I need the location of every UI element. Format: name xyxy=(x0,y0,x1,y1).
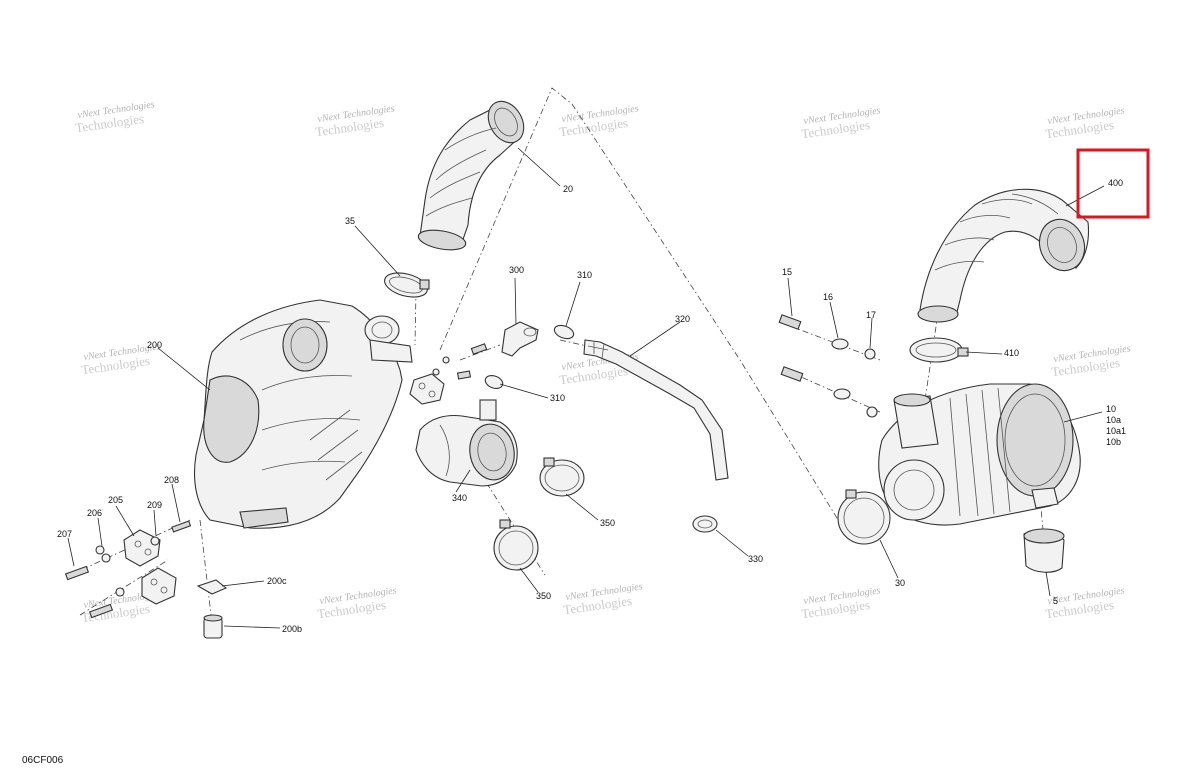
watermark: vNext Technologies Technologies xyxy=(1044,105,1125,141)
watermark: vNext Technologies Technologies xyxy=(74,99,155,135)
part-410-clamp xyxy=(909,337,969,363)
callout-207[interactable]: 207 xyxy=(57,529,72,539)
watermark: vNext Technologies Technologies xyxy=(800,585,881,621)
callout-10[interactable]: 10 xyxy=(1106,404,1116,414)
watermark: vNext Technologies Technologies xyxy=(562,581,643,617)
callout-35[interactable]: 35 xyxy=(345,216,355,226)
watermark: vNext Technologies Technologies xyxy=(800,105,881,141)
callout-10a[interactable]: 10a xyxy=(1106,415,1121,425)
part-209-washer xyxy=(150,536,160,546)
callout-350-lower[interactable]: 350 xyxy=(536,591,551,601)
part-310-clamp-lower xyxy=(484,375,504,389)
part-200-airbox-housing xyxy=(193,299,413,529)
part-208-screw xyxy=(171,520,192,533)
drawing-code: 06CF006 xyxy=(22,755,64,766)
part-206-washers xyxy=(95,545,125,597)
callout-400[interactable]: 400 xyxy=(1108,178,1123,188)
callout-320[interactable]: 320 xyxy=(675,314,690,324)
callout-340[interactable]: 340 xyxy=(452,493,467,503)
part-30-clamp xyxy=(837,489,891,545)
callout-200c[interactable]: 200c xyxy=(267,576,287,586)
part-16-washers xyxy=(831,338,851,400)
watermark: vNext Technologies Technologies xyxy=(316,585,397,621)
hardware-bolts xyxy=(432,343,488,380)
part-35-clamp xyxy=(384,272,430,298)
part-grommet-plate xyxy=(409,373,445,405)
callout-10a1[interactable]: 10a1 xyxy=(1106,426,1126,436)
highlight-box-400 xyxy=(1076,148,1150,219)
callout-410[interactable]: 410 xyxy=(1004,348,1019,358)
callout-205[interactable]: 205 xyxy=(108,495,123,505)
watermark: vNext Technologies Technologies xyxy=(1050,343,1131,379)
part-330-clamp xyxy=(692,515,718,533)
callout-16[interactable]: 16 xyxy=(823,292,833,302)
callout-200[interactable]: 200 xyxy=(147,340,162,350)
callout-206[interactable]: 206 xyxy=(87,508,102,518)
callout-300[interactable]: 300 xyxy=(509,265,524,275)
leader-lines xyxy=(67,147,1105,629)
part-320-breather-tube xyxy=(583,339,729,481)
part-350-clamp-upper xyxy=(539,457,585,497)
part-10-air-filter-housing xyxy=(878,383,1081,526)
part-17-nuts xyxy=(864,348,878,418)
callout-208[interactable]: 208 xyxy=(164,475,179,485)
part-5-sleeve xyxy=(1023,487,1065,573)
callout-310-lower[interactable]: 310 xyxy=(550,393,565,403)
callout-15[interactable]: 15 xyxy=(782,267,792,277)
watermark: vNext Technologies Technologies xyxy=(314,103,395,139)
callouts: 400 20 35 300 310 320 310 200 340 350 35… xyxy=(57,178,1126,634)
part-310-clamp-upper xyxy=(553,324,575,340)
part-20-intake-boot xyxy=(417,100,525,251)
callout-350-upper[interactable]: 350 xyxy=(600,518,615,528)
part-207-bolts xyxy=(64,565,114,619)
part-340-adaptor xyxy=(415,399,518,487)
part-300-fitting xyxy=(501,321,539,357)
part-200b-sleeve xyxy=(203,614,223,639)
part-350-clamp-lower xyxy=(493,519,539,571)
part-15-bolts xyxy=(778,314,804,382)
callout-200b[interactable]: 200b xyxy=(282,624,302,634)
part-200c-clip xyxy=(196,579,228,595)
callout-209[interactable]: 209 xyxy=(147,500,162,510)
callout-17[interactable]: 17 xyxy=(866,310,876,320)
callout-5[interactable]: 5 xyxy=(1053,596,1058,606)
watermark: vNext Technologies Technologies xyxy=(558,103,639,139)
part-205-mount-lower xyxy=(141,567,177,605)
callout-310-upper[interactable]: 310 xyxy=(577,270,592,280)
callout-30[interactable]: 30 xyxy=(895,578,905,588)
callout-20[interactable]: 20 xyxy=(563,184,573,194)
callout-10b[interactable]: 10b xyxy=(1106,437,1121,447)
part-205-mount xyxy=(123,529,161,567)
callout-330[interactable]: 330 xyxy=(748,554,763,564)
part-400-intake-tube xyxy=(917,188,1090,323)
